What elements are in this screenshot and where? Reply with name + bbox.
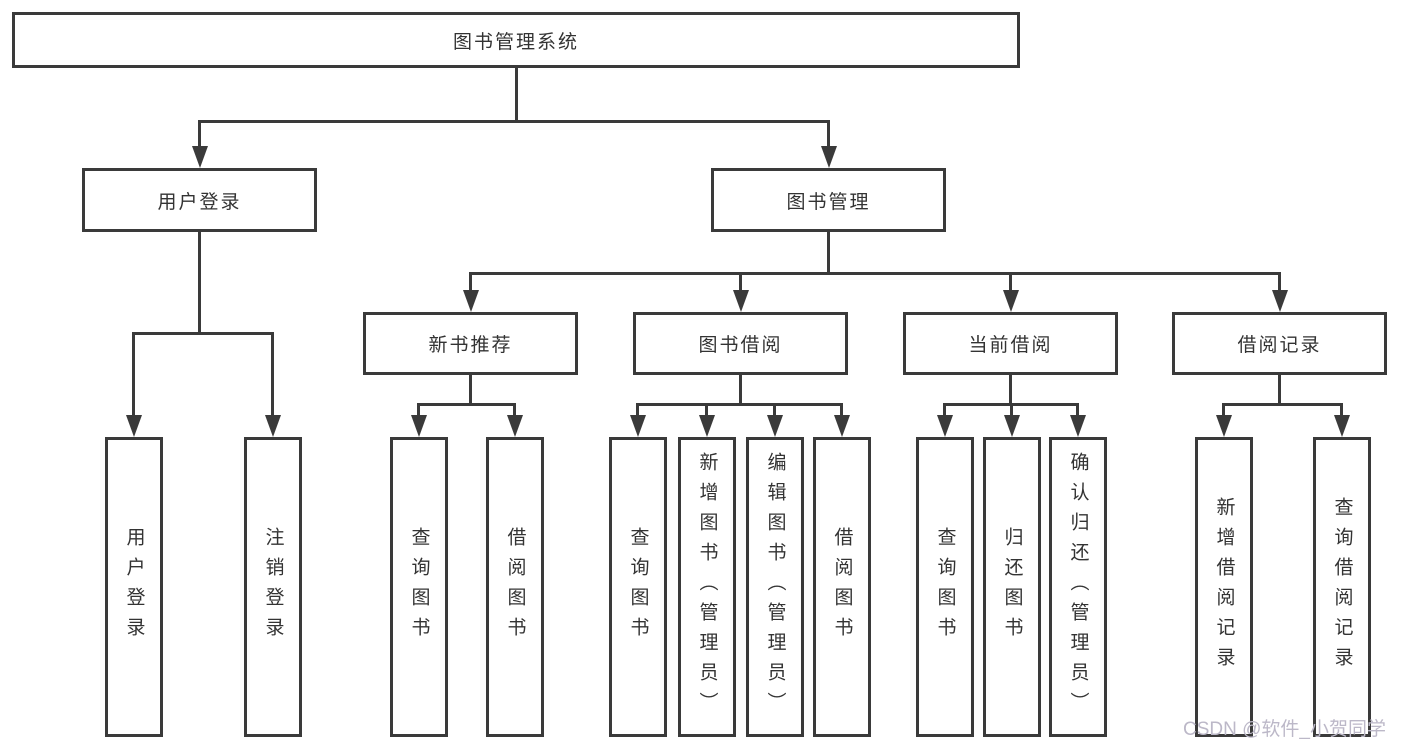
connector-stem-borrow-records <box>1278 272 1281 292</box>
node-current-borrowing-label: 当前借阅 <box>968 335 1053 356</box>
leaf-br-query-record: 查询借阅记录 <box>1313 437 1371 737</box>
leaf-logout: 注销登录 <box>244 437 302 737</box>
node-root-label-text: 图书管理系统 <box>452 31 579 53</box>
node-borrowing-records-label: 借阅记录 <box>1237 335 1322 356</box>
leaf-cb-return-books: 归还图书 <box>983 437 1041 737</box>
node-book-borrowing-label: 图书借阅 <box>698 335 783 356</box>
arrowhead-bb-edit <box>767 415 783 437</box>
node-borrowing-records: 借阅记录 <box>1172 312 1387 375</box>
connector-stem-bb-borrow <box>840 403 843 417</box>
arrowhead-current-borrow <box>1003 290 1019 312</box>
connector-stem-new-book <box>469 272 472 292</box>
connector-stem-br-query <box>1340 403 1343 417</box>
arrowhead-book-mgmt <box>821 146 837 168</box>
connector-bookborrow-stem <box>739 375 742 406</box>
arrowhead-logout-leaf <box>265 415 281 437</box>
connector-stem-bb-query <box>636 403 639 417</box>
arrowhead-br-query <box>1334 415 1350 437</box>
node-root: 图书管理系统 <box>12 12 1020 68</box>
connector-stem-login-leaf <box>132 332 135 415</box>
node-new-book-recommend: 新书推荐 <box>363 312 578 375</box>
connector-stem-bb-add <box>705 403 708 417</box>
node-book-borrowing: 图书借阅 <box>633 312 848 375</box>
leaf-bb-query-books: 查询图书 <box>609 437 667 737</box>
connector-stem-nb-query <box>417 403 420 417</box>
connector-stem-book-borrow <box>739 272 742 292</box>
connector-stem-logout-leaf <box>271 332 274 415</box>
csdn-watermark: CSDN @软件_小贺同学 <box>1183 719 1386 740</box>
leaf-bb-borrow-books-label: 借阅图书 <box>831 527 853 647</box>
leaf-br-add-record-label: 新增借阅记录 <box>1213 497 1235 677</box>
leaf-cb-confirm-return-admin: 确认归还（管理员） <box>1049 437 1107 737</box>
connector-newbook-rail <box>417 403 516 406</box>
connector-stem-br-add <box>1222 403 1225 417</box>
connector-userlogin-rail <box>132 332 274 335</box>
arrowhead-borrow-records <box>1272 290 1288 312</box>
leaf-bb-borrow-books: 借阅图书 <box>813 437 871 737</box>
connector-stem-book-mgmt <box>827 120 830 148</box>
leaf-cb-return-books-label: 归还图书 <box>1001 527 1023 647</box>
connector-bookmgmt-rail <box>469 272 1281 275</box>
leaf-nb-borrow-books-label: 借阅图书 <box>504 527 526 647</box>
leaf-nb-borrow-books: 借阅图书 <box>486 437 544 737</box>
arrowhead-new-book <box>463 290 479 312</box>
connector-stem-cb-confirm <box>1076 403 1079 417</box>
connector-stem-current-borrow <box>1009 272 1012 292</box>
arrowhead-cb-return <box>1004 415 1020 437</box>
leaf-bb-edit-books-admin-label: 编辑图书（管理员） <box>764 452 786 722</box>
connector-bookborrow-rail <box>636 403 843 406</box>
leaf-nb-query-books: 查询图书 <box>390 437 448 737</box>
connector-records-rail <box>1222 403 1343 406</box>
connector-records-stem <box>1278 375 1281 406</box>
leaf-cb-query-books-label: 查询图书 <box>934 527 956 647</box>
arrowhead-bb-borrow <box>834 415 850 437</box>
leaf-cb-query-books: 查询图书 <box>916 437 974 737</box>
connector-bookmgmt-stem <box>827 232 830 275</box>
arrowhead-bb-query <box>630 415 646 437</box>
node-user-login-label: 用户登录 <box>157 191 242 213</box>
node-current-borrowing: 当前借阅 <box>903 312 1118 375</box>
arrowhead-nb-query <box>411 415 427 437</box>
arrowhead-nb-borrow <box>507 415 523 437</box>
connector-root-rail <box>198 120 830 123</box>
node-book-management-label: 图书管理 <box>786 191 871 213</box>
arrowhead-bb-add <box>699 415 715 437</box>
leaf-bb-edit-books-admin: 编辑图书（管理员） <box>746 437 804 737</box>
leaf-logout-label: 注销登录 <box>262 527 284 647</box>
node-new-book-recommend-label: 新书推荐 <box>428 335 513 356</box>
leaf-user-login-label: 用户登录 <box>123 527 145 647</box>
connector-newbook-stem <box>469 375 472 406</box>
connector-stem-user-login <box>198 120 201 148</box>
arrowhead-cb-query <box>937 415 953 437</box>
leaf-br-query-record-label: 查询借阅记录 <box>1331 497 1353 677</box>
node-user-login: 用户登录 <box>82 168 317 232</box>
leaf-br-add-record: 新增借阅记录 <box>1195 437 1253 737</box>
connector-stem-nb-borrow <box>513 403 516 417</box>
connector-currentborrow-stem <box>1009 375 1012 406</box>
arrowhead-cb-confirm <box>1070 415 1086 437</box>
leaf-bb-add-books-admin-label: 新增图书（管理员） <box>696 452 718 722</box>
arrowhead-login-leaf <box>126 415 142 437</box>
node-book-management: 图书管理 <box>711 168 946 232</box>
leaf-nb-query-books-label: 查询图书 <box>408 527 430 647</box>
connector-userlogin-stem <box>198 232 201 335</box>
arrowhead-br-add <box>1216 415 1232 437</box>
connector-root-stem <box>515 68 518 123</box>
connector-stem-cb-return <box>1010 403 1013 417</box>
leaf-bb-add-books-admin: 新增图书（管理员） <box>678 437 736 737</box>
connector-stem-cb-query <box>943 403 946 417</box>
arrowhead-book-borrow <box>733 290 749 312</box>
leaf-cb-confirm-return-admin-label: 确认归还（管理员） <box>1067 452 1089 722</box>
connector-stem-bb-edit <box>773 403 776 417</box>
leaf-user-login: 用户登录 <box>105 437 163 737</box>
arrowhead-user-login <box>192 146 208 168</box>
leaf-bb-query-books-label: 查询图书 <box>627 527 649 647</box>
